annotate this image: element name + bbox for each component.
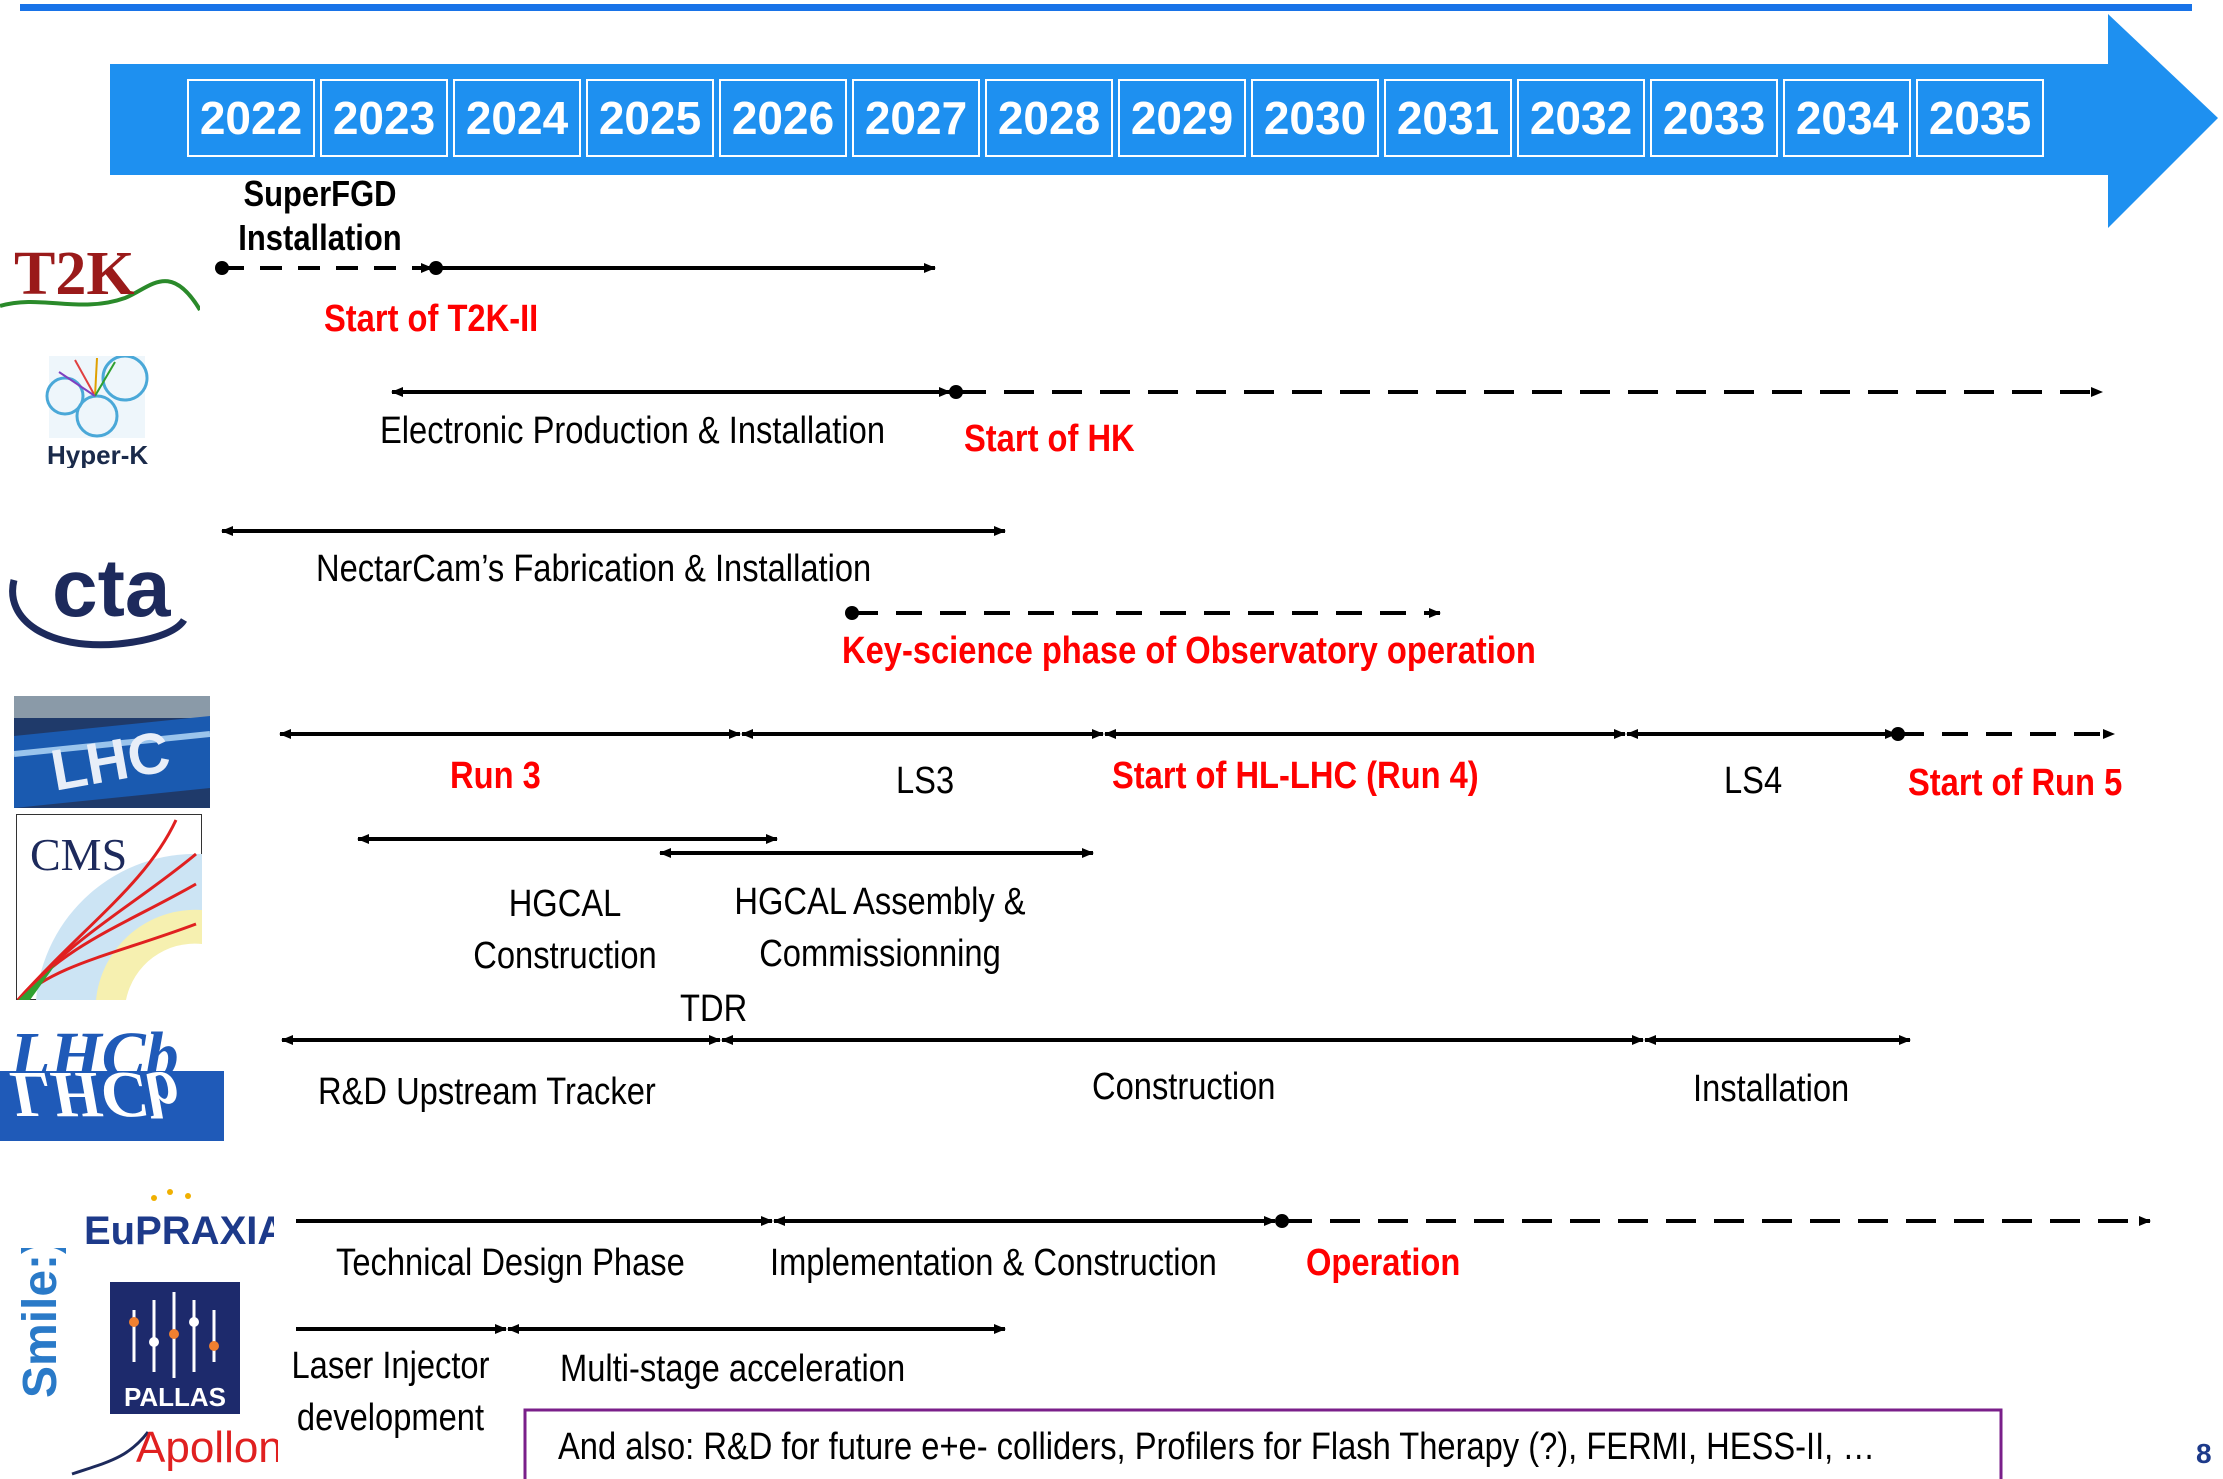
- svg-text:EuPRAXIA: EuPRAXIA: [84, 1209, 274, 1253]
- year-arrow: [110, 14, 2218, 228]
- year-cell-box: [320, 79, 448, 157]
- pallas-multistage-label: Multi-stage acceleration: [560, 1348, 906, 1390]
- year-label: 2033: [1662, 92, 1766, 144]
- year-cell-box: [1384, 79, 1512, 157]
- svg-text:LHCb: LHCb: [9, 1058, 179, 1131]
- cta-logo: cta: [8, 540, 188, 652]
- eupraxia-logo: EuPRAXIA: [84, 1188, 274, 1256]
- eupraxia-impl-label: Implementation & Construction: [770, 1242, 1217, 1284]
- year-label: 2024: [465, 92, 569, 144]
- lhcb-construction-label: Construction: [1092, 1066, 1276, 1108]
- year-cell-box: [1118, 79, 1246, 157]
- cta-milestone: Key-science phase of Observatory operati…: [842, 630, 1536, 672]
- year-label: 2026: [731, 92, 835, 144]
- lhcb-logo: LHCb LHCb: [0, 1007, 224, 1141]
- lhc-run4-label: Start of HL-LHC (Run 4): [1112, 755, 1479, 797]
- lhc-run5-dot: [1891, 727, 1905, 741]
- year-label: 2023: [332, 92, 436, 144]
- svg-text:LHCb: LHCb: [9, 1019, 179, 1092]
- year-label: 2028: [997, 92, 1101, 144]
- year-cell-box: [985, 79, 1113, 157]
- lhc-run5-label: Start of Run 5: [1908, 762, 2123, 804]
- year-cell-box: [1783, 79, 1911, 157]
- milestone-dots: [215, 261, 1905, 1228]
- t2k-ii-milestone: Start of T2K-II: [324, 298, 539, 340]
- lhc-logo: LHC: [14, 696, 210, 808]
- lhcb-tdr-label: TDR: [680, 988, 748, 1030]
- lhc-ls4-label: LS4: [1724, 760, 1783, 802]
- year-cell-box: [1517, 79, 1645, 157]
- year-label: 2031: [1396, 92, 1500, 144]
- note-text: And also: R&D for future e+e- colliders,…: [558, 1426, 1876, 1468]
- t2k-start-dot: [215, 261, 229, 275]
- eupraxia-tdp-label: Technical Design Phase: [336, 1242, 685, 1284]
- year-label: 2035: [1928, 92, 2032, 144]
- cms-construction-label: HGCAL Construction: [473, 883, 657, 977]
- lhcb-rd-label: R&D Upstream Tracker: [318, 1071, 656, 1113]
- year-label: 2034: [1795, 92, 1899, 144]
- top-rule: [20, 4, 2192, 11]
- year-cell-box: [1916, 79, 2044, 157]
- cta-phase-label: NectarCam’s Fabrication & Installation: [316, 548, 872, 590]
- year-label: 2032: [1529, 92, 1633, 144]
- note-box: [523, 1408, 2003, 1479]
- svg-text:Apollon: Apollon: [136, 1423, 278, 1472]
- lhc-run3-label: Run 3: [450, 755, 541, 797]
- svg-text:T2K: T2K: [14, 240, 135, 308]
- year-cell-box: [1650, 79, 1778, 157]
- page-number: 8: [2196, 1438, 2212, 1469]
- year-label: 2027: [864, 92, 968, 144]
- year-cell-box: [1251, 79, 1379, 157]
- hyperk-logo: Hyper-K: [45, 356, 150, 468]
- hk-start-dot: [949, 385, 963, 399]
- year-cell-box: [453, 79, 581, 157]
- svg-text:Smile:): Smile:): [14, 1248, 66, 1398]
- t2k-superfgd-label: SuperFGD Installation: [238, 173, 402, 258]
- t2k2-start-dot: [429, 261, 443, 275]
- cms-logo: CMS: [16, 814, 202, 1000]
- year-cell-box: [719, 79, 847, 157]
- svg-text:CMS: CMS: [30, 829, 127, 880]
- cta-science-dot: [845, 606, 859, 620]
- pallas-laser-label: Laser Injector development: [291, 1345, 490, 1439]
- year-label: 2022: [199, 92, 303, 144]
- cms-assembly-label: HGCAL Assembly & Commissionning: [734, 881, 1026, 975]
- svg-text:cta: cta: [52, 543, 172, 634]
- year-cell-box: [586, 79, 714, 157]
- lhcb-installation-label: Installation: [1693, 1068, 1850, 1110]
- year-cell-box: [187, 79, 315, 157]
- lhc-ls3-label: LS3: [896, 760, 955, 802]
- eupraxia-operation-dot: [1275, 1214, 1289, 1228]
- year-label: 2025: [598, 92, 702, 144]
- hk-phase-label: Electronic Production & Installation: [380, 410, 885, 452]
- pallas-logo: PALLAS: [110, 1282, 240, 1414]
- hk-milestone: Start of HK: [964, 418, 1135, 460]
- svg-text:PALLAS: PALLAS: [124, 1382, 226, 1412]
- apollon-logo: Apollon: [68, 1412, 278, 1479]
- smile-logo: Smile:): [8, 1248, 66, 1408]
- year-cell-box: [852, 79, 980, 157]
- svg-text:Hyper-K: Hyper-K: [47, 440, 148, 468]
- year-label: 2030: [1263, 92, 1367, 144]
- t2k-logo: T2K: [0, 232, 200, 314]
- timeline-bars: [221, 263, 2151, 1334]
- eupraxia-operation-label: Operation: [1306, 1242, 1461, 1284]
- year-label: 2029: [1130, 92, 1234, 144]
